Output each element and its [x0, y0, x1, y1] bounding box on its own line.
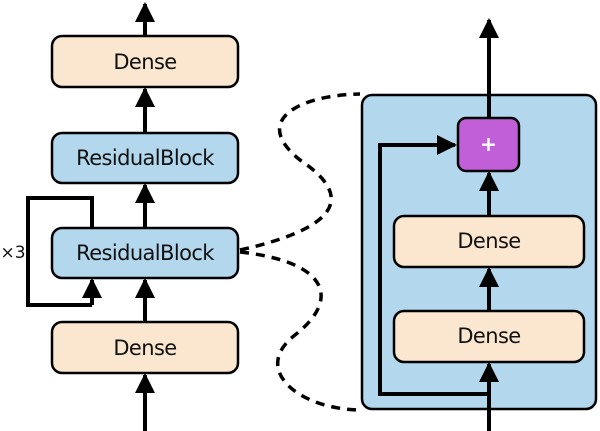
zoom-connector-bottom: [239, 250, 363, 412]
dense-bottom-label: Dense: [113, 336, 176, 360]
residual-block-top-label: ResidualBlock: [76, 146, 215, 170]
residual-block-bottom-label: ResidualBlock: [76, 241, 215, 265]
plus-icon: +: [480, 132, 497, 156]
repeat-loop-line: [26, 196, 94, 307]
dense-top-label: Dense: [113, 50, 176, 74]
zoom-connector-top: [239, 92, 361, 252]
detail-dense-lower-label: Dense: [457, 324, 520, 348]
skip-connection-line: [378, 135, 489, 396]
detail-dense-upper-label: Dense: [457, 229, 520, 253]
repeat-count-label: ×3: [0, 243, 25, 263]
